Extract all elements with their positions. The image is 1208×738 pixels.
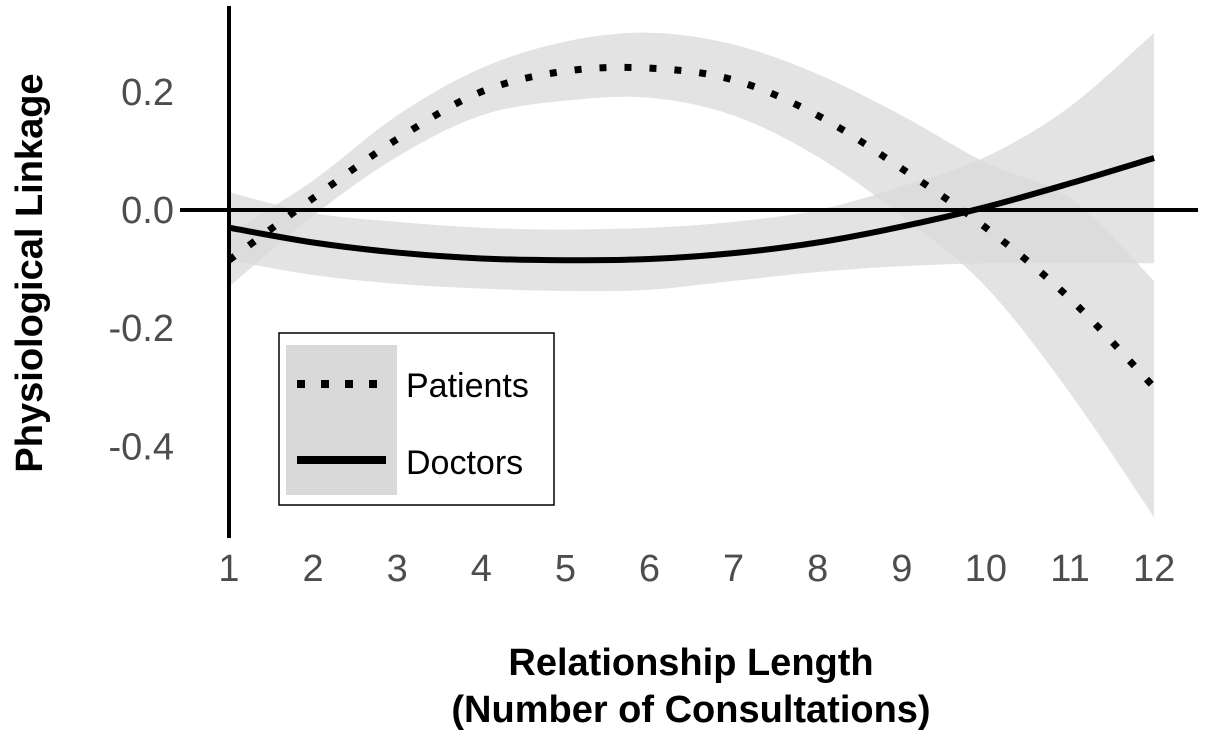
legend-label-patients: Patients (406, 367, 529, 405)
series-line-patients (226, 63, 1157, 390)
series-lines (226, 63, 1157, 390)
series-line-doctors (228, 155, 1155, 264)
x-tick-label: 11 (1050, 548, 1089, 590)
legend-key-background (286, 345, 397, 495)
y-tick-label: 0.2 (121, 72, 174, 114)
y-axis-title: Physiological Linkage (9, 73, 51, 472)
y-axis-ticks: 0.2 0.0 -0.2 -0.4 (109, 72, 174, 469)
legend: Patients Doctors (278, 332, 555, 506)
x-tick-label: 4 (471, 548, 492, 590)
x-tick-label: 5 (555, 548, 576, 590)
x-tick-label: 2 (303, 548, 324, 590)
x-tick-label: 12 (1133, 548, 1175, 590)
x-axis-title-line2: (Number of Consultations) (451, 689, 930, 731)
y-tick-label: 0.0 (121, 190, 174, 232)
confidence-bands (229, 32, 1155, 518)
x-tick-label: 10 (965, 548, 1007, 590)
legend-label-doctors: Doctors (406, 444, 523, 482)
x-tick-label: 6 (639, 548, 660, 590)
x-tick-label: 1 (218, 548, 239, 590)
x-axis-title-line1: Relationship Length (508, 642, 873, 684)
x-tick-label: 7 (723, 548, 744, 590)
y-tick-label: -0.2 (109, 308, 174, 350)
confidence-band-patients (229, 32, 1155, 518)
x-tick-label: 8 (807, 548, 828, 590)
confidence-band-doctors (229, 32, 1155, 292)
y-tick-label: -0.4 (109, 426, 174, 468)
x-tick-label: 3 (387, 548, 408, 590)
x-tick-label: 9 (891, 548, 912, 590)
